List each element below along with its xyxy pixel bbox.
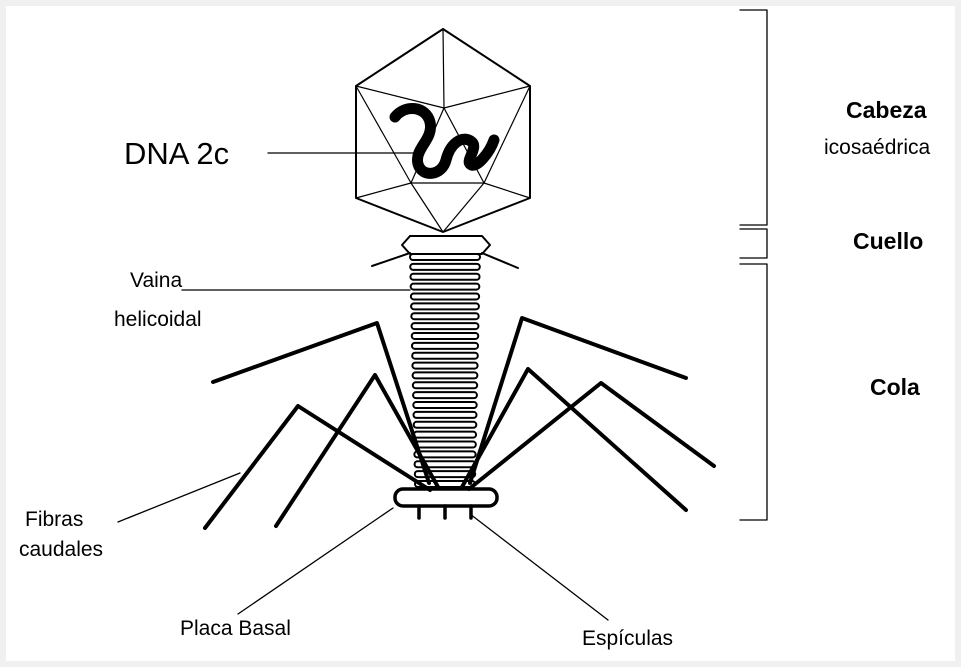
spicules	[419, 506, 471, 518]
sheath-ring	[410, 264, 480, 270]
cuello-label: Cuello	[853, 230, 923, 253]
sheath-ring	[412, 333, 479, 339]
helicoidal-label: helicoidal	[114, 309, 202, 330]
sheath-ring	[414, 432, 476, 438]
sheath-ring	[413, 402, 476, 408]
sheath-ring	[412, 363, 477, 369]
brackets	[740, 10, 767, 520]
cola-label: Cola	[870, 376, 920, 399]
sheath-ring	[413, 372, 478, 378]
placa-basal-label: Placa Basal	[180, 618, 291, 639]
sheath-ring	[414, 422, 477, 428]
fibras-label: Fibras	[25, 509, 83, 530]
vaina-label: Vaina	[130, 270, 182, 291]
sheath-ring	[414, 451, 475, 457]
sheath-ring	[411, 293, 479, 299]
bracket-cabeza	[740, 10, 767, 225]
bracket-cuello	[740, 229, 767, 258]
sheath-ring	[410, 274, 479, 280]
espiculas-label: Espículas	[582, 628, 673, 649]
sheath-ring	[413, 412, 476, 418]
icosahedral-head	[356, 29, 530, 232]
sheath-ring	[413, 382, 477, 388]
icosaedrica-label: icosaédrica	[824, 137, 930, 158]
bracket-cola	[740, 264, 767, 520]
base-plate	[395, 489, 497, 506]
cabeza-label: Cabeza	[846, 99, 927, 122]
sheath-ring	[411, 313, 478, 319]
sheath-ring	[412, 323, 479, 329]
dna-strand	[395, 108, 494, 173]
caudales-label: caudales	[19, 539, 103, 560]
leader-lines	[118, 153, 608, 620]
sheath-ring	[411, 284, 480, 290]
sheath-ring	[413, 392, 477, 398]
sheath-ring	[412, 353, 478, 359]
sheath-ring	[414, 442, 476, 448]
sheath-ring	[410, 254, 480, 260]
sheath-ring	[411, 303, 479, 309]
dna-label: DNA 2c	[124, 138, 229, 169]
sheath-ring	[412, 343, 478, 349]
